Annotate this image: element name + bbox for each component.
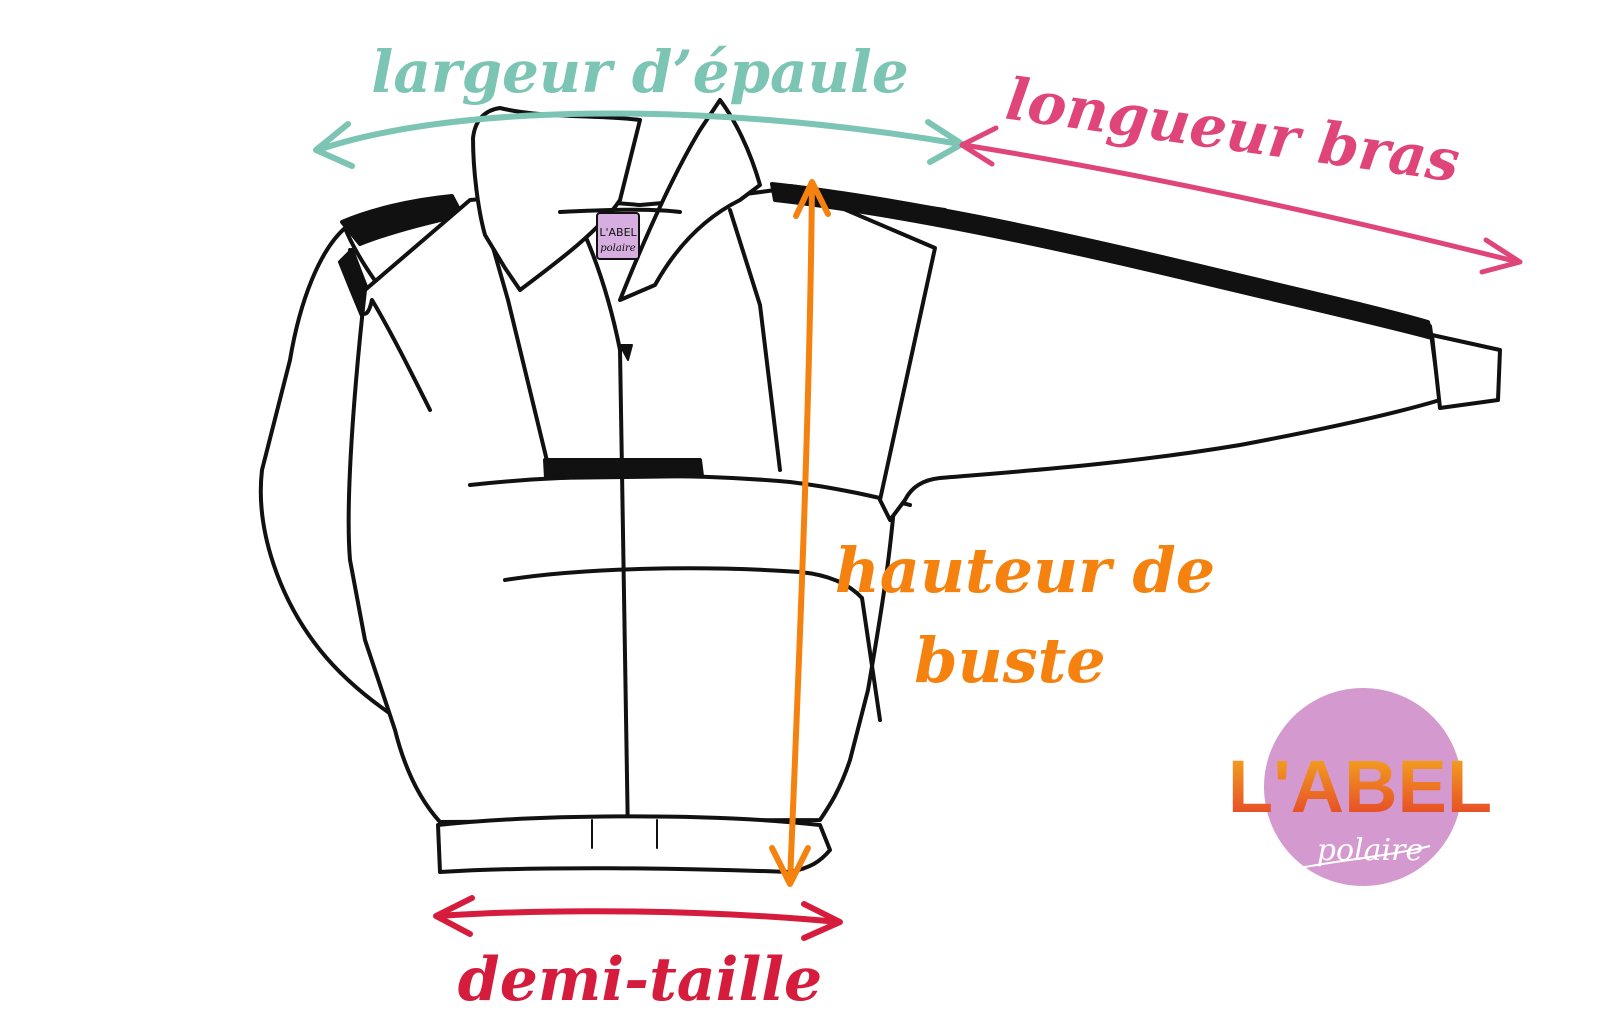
- torso-height-arrow: [769, 179, 831, 887]
- chest-seam: [468, 473, 912, 507]
- yoke-right-line: [728, 208, 782, 472]
- label-shoulder-width: largeur d’épaule: [371, 38, 908, 106]
- hem-band: [436, 814, 832, 874]
- collar-back: [558, 207, 682, 214]
- label-torso-height-line2: buste: [914, 624, 1105, 697]
- garment-tag-line2: polaire: [600, 243, 636, 254]
- brand-logo: L'ABEL polaire: [1228, 688, 1492, 886]
- logo-underline-swoosh: [1299, 845, 1431, 869]
- label-torso-height-line1: hauteur de: [835, 534, 1216, 607]
- logo-badge-circle: [1264, 688, 1462, 886]
- zipper-pull: [619, 344, 633, 361]
- cuff-right: [1430, 333, 1502, 410]
- label-arm-length: longueur bras: [1002, 65, 1464, 196]
- label-half-waist: demi-taille: [458, 945, 822, 1015]
- garment-tag-line1: L'ABEL: [599, 226, 637, 239]
- half-waist-arrow: [433, 895, 843, 941]
- fleece-jacket-illustration: [258, 98, 1502, 874]
- garment-tag: L'ABEL polaire: [596, 212, 640, 260]
- arm-length-arrow: [959, 125, 1523, 275]
- logo-text-main: L'ABEL: [1228, 745, 1492, 828]
- collar-right: [618, 98, 762, 302]
- pocket-seam: [503, 566, 882, 722]
- collar-left: [471, 106, 642, 292]
- body-side-left: [348, 248, 432, 412]
